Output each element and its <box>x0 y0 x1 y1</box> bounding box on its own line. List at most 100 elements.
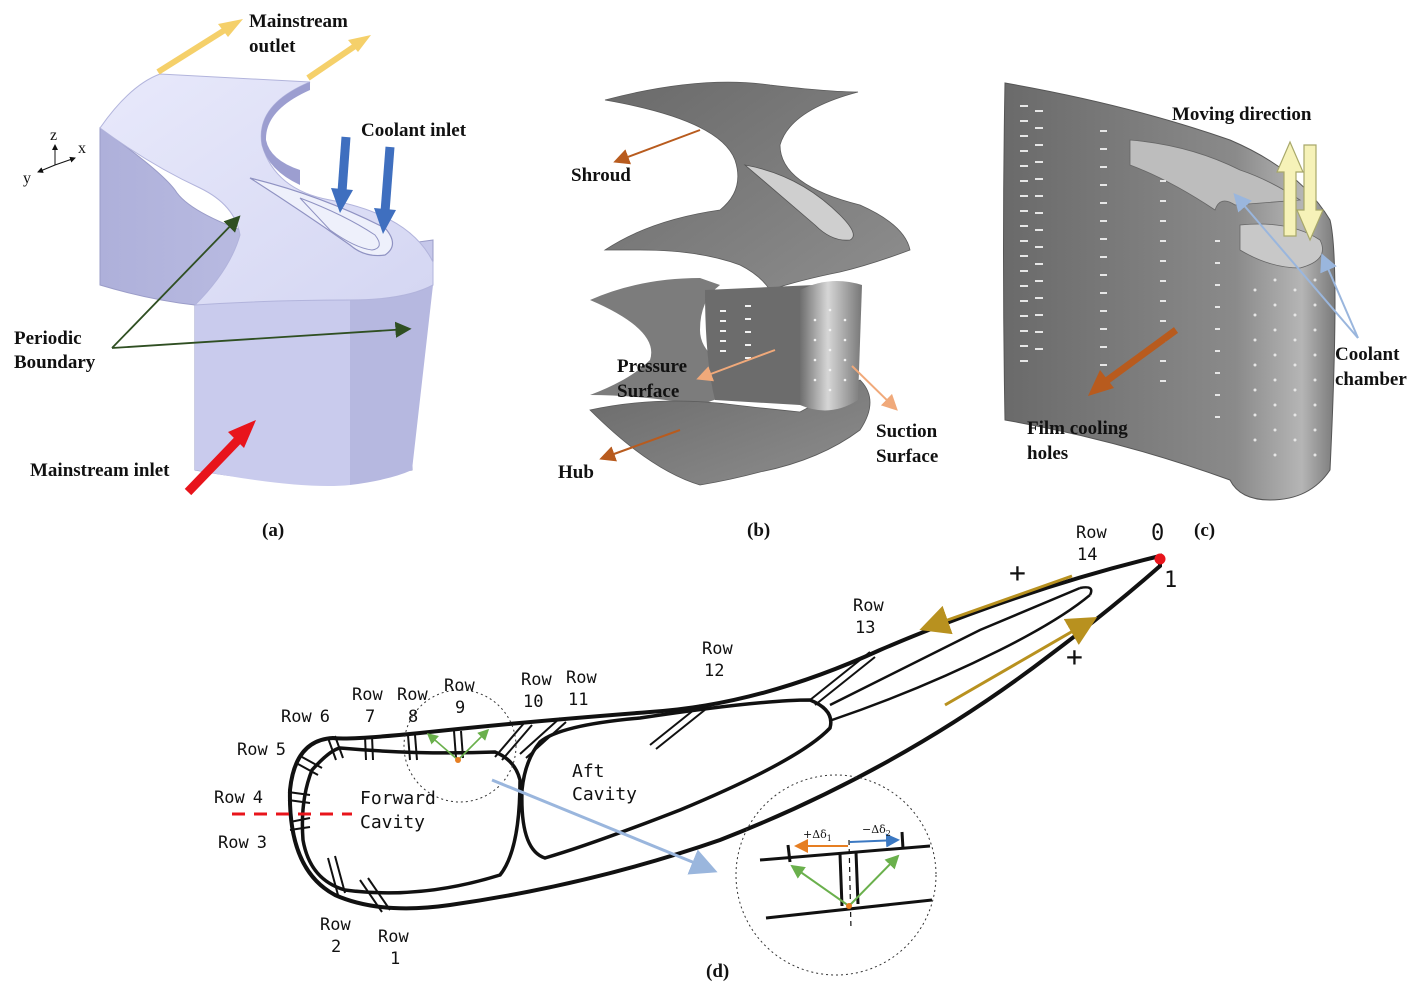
axis-z-label: z <box>50 127 57 144</box>
trailing-passage-top <box>829 586 1081 707</box>
hub-surface <box>589 379 871 486</box>
panel-d: +Δδ1 −Δδ2 0 1 + + Forward Cavity Aft Cav… <box>214 521 1177 982</box>
aft-cavity-wall <box>520 698 833 860</box>
suction-surface <box>800 281 862 411</box>
caption-c: (c) <box>1194 520 1215 541</box>
shroud-blade-slot <box>743 164 854 241</box>
label-periodic-1: Periodic <box>14 328 82 349</box>
plus-sign-top: + <box>1009 556 1026 589</box>
panel-b: Shroud Pressure Surface Suction Surface … <box>558 81 938 541</box>
label-pressure-2: Surface <box>617 381 679 402</box>
label-mainstream-outlet-2: outlet <box>249 36 296 57</box>
axis-x-label: x <box>78 140 86 157</box>
pressure-arrow <box>696 349 776 382</box>
aft-cavity-label-1: Aft <box>572 761 605 782</box>
outlet-arrow-left <box>156 25 230 75</box>
pressure-surface <box>705 285 815 405</box>
inlet-arrow <box>184 436 242 496</box>
coolant-arrow-1 <box>337 136 351 193</box>
label-moving-direction: Moving direction <box>1172 104 1312 125</box>
axis-triad: z x y <box>23 127 86 187</box>
label-mainstream-outlet-1: Mainstream <box>249 11 348 32</box>
outlet-arrow-right-head <box>348 35 371 52</box>
moving-direction-arrows <box>1276 140 1324 242</box>
domain-right-face <box>350 285 433 485</box>
coolant-arrow-1-head <box>331 188 353 213</box>
film-holes-c <box>1020 105 1317 457</box>
domain-inner-wall <box>261 82 310 185</box>
label-periodic-2: Boundary <box>14 352 96 373</box>
coolant-chamber-cap-2 <box>1239 223 1323 269</box>
film-cooling-arrow-head <box>1088 370 1114 396</box>
label-film-cooling-2: holes <box>1027 443 1068 464</box>
label-mainstream-inlet: Mainstream inlet <box>30 460 170 481</box>
forward-cavity-label-1: Forward <box>360 788 436 809</box>
zoom-pointer <box>491 778 718 875</box>
forward-cavity-wall <box>300 746 522 895</box>
label-hub: Hub <box>558 462 594 483</box>
inset-zoom: +Δδ1 −Δδ2 <box>735 774 937 976</box>
outlet-arrow-left-head <box>218 19 243 37</box>
airfoil-outer <box>287 553 1162 911</box>
outlet-arrow-right <box>306 41 360 81</box>
suction-arrow <box>851 365 898 411</box>
aft-cavity-label-2: Cavity <box>572 784 637 805</box>
point-0-label: 0 <box>1151 521 1164 546</box>
shroud-surface <box>603 81 911 291</box>
periodic-line-2 <box>111 321 412 349</box>
label-coolant-inlet: Coolant inlet <box>361 120 467 141</box>
inset-minus-delta: −Δδ2 <box>862 823 891 838</box>
inset-circle <box>735 774 937 976</box>
label-pressure-1: Pressure <box>617 356 687 377</box>
forward-cavity-label-2: Cavity <box>360 812 425 833</box>
film-holes-b <box>720 305 847 392</box>
blade-slot-inner <box>299 197 380 251</box>
panel-a: z x y Mainstream outlet Coolant inlet Pe… <box>14 11 467 541</box>
label-suction-2: Surface <box>876 446 938 467</box>
point-1-label: 1 <box>1164 568 1177 593</box>
plus-sign-bottom: + <box>1066 640 1083 673</box>
label-coolant-chamber-1: Coolant <box>1335 344 1400 365</box>
trailing-edge-point <box>1154 553 1166 565</box>
label-shroud: Shroud <box>571 165 631 186</box>
label-suction-1: Suction <box>876 421 938 442</box>
blade-slot <box>249 177 394 257</box>
row9-origin-dot <box>455 757 461 763</box>
coolant-chamber-cap-1 <box>1129 139 1302 211</box>
coolant-arrow-2-head <box>374 208 396 234</box>
inlet-arrow-head <box>228 420 256 448</box>
axis-y-label: y <box>23 170 31 187</box>
periodic-line-1 <box>111 215 241 349</box>
trailing-passage-end <box>1079 586 1093 596</box>
caption-a: (a) <box>262 520 284 541</box>
film-cooling-arrow <box>1102 327 1179 385</box>
panel-c: Moving direction Coolant chamber Film co… <box>1003 82 1407 541</box>
film-hole-marks <box>287 651 876 913</box>
s-coordinate-arrow-bottom <box>944 616 1098 707</box>
coolant-arrow-2 <box>380 146 395 213</box>
caption-d: (d) <box>706 961 729 982</box>
hub-arrow <box>599 429 681 462</box>
shroud-arrow <box>613 129 701 165</box>
zoom-circle-source <box>403 689 517 803</box>
coolant-chamber-line-2 <box>1320 253 1359 339</box>
coolant-chamber-line-1 <box>1233 192 1359 339</box>
label-film-cooling-1: Film cooling <box>1027 418 1128 439</box>
s-coordinate-arrow-top <box>919 574 1073 635</box>
trailing-passage-bottom <box>831 594 1091 722</box>
